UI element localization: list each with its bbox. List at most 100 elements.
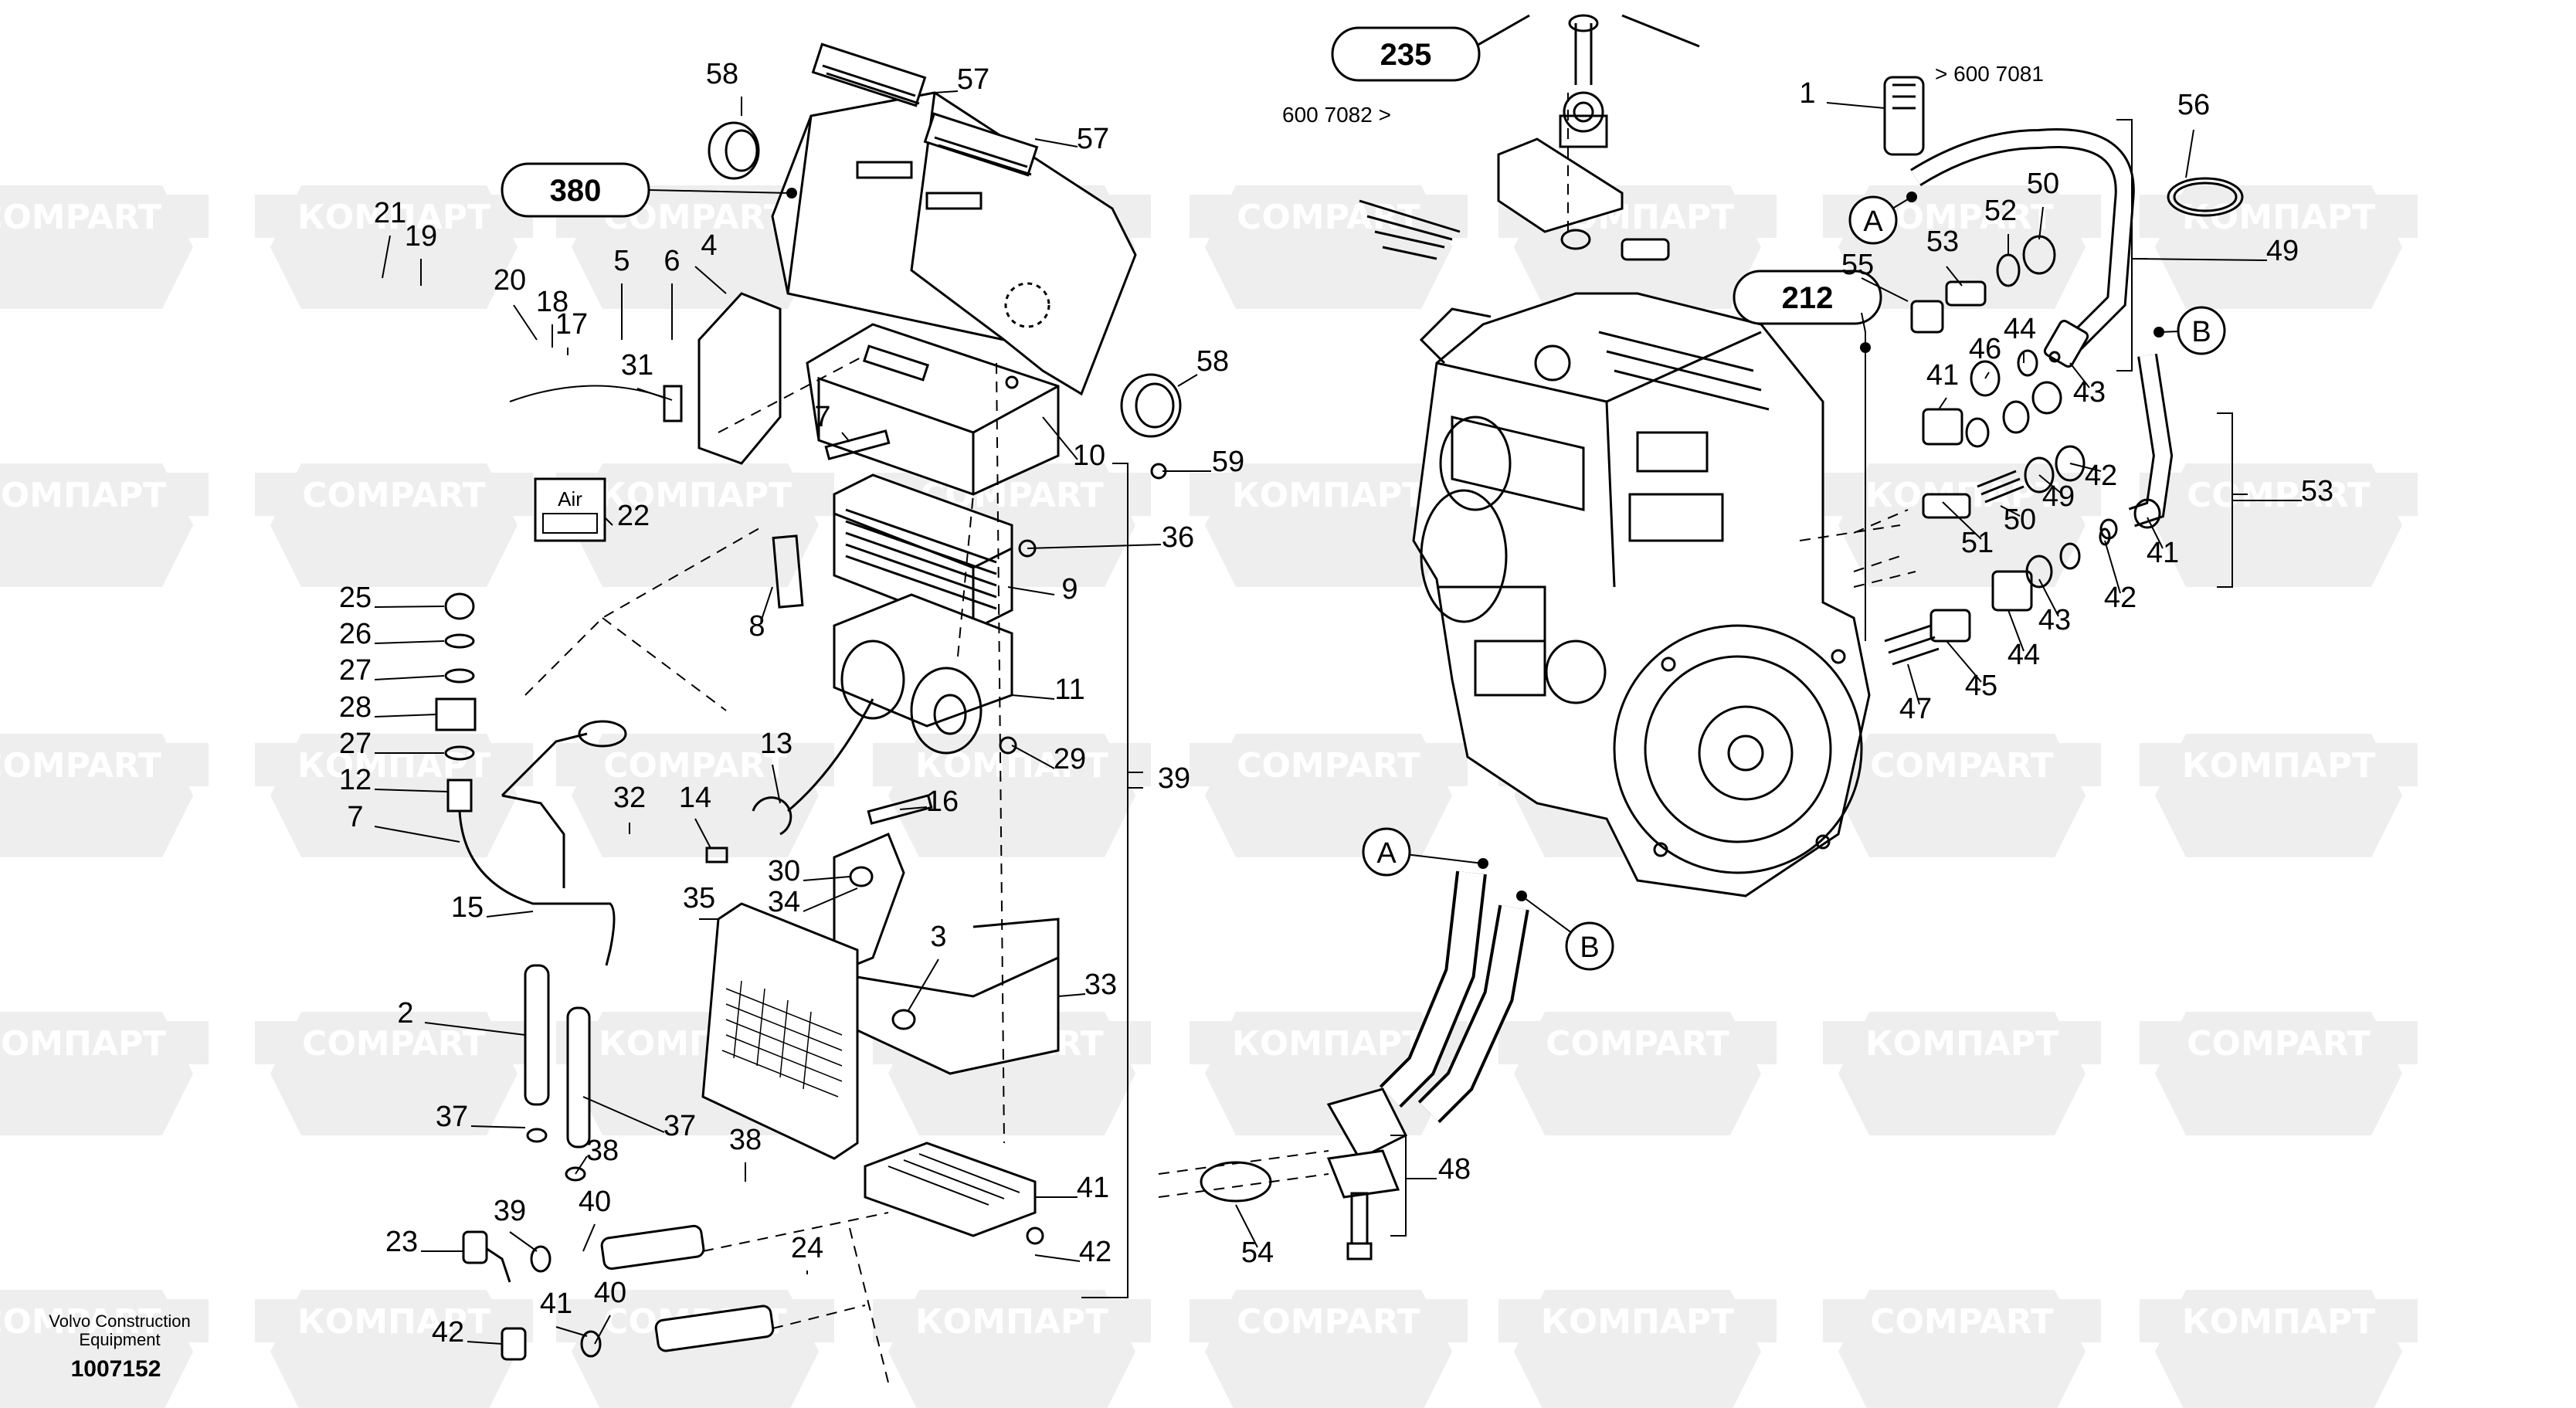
- callout-leader: [382, 235, 391, 279]
- watermark-text: КОМПАРТ: [1541, 1302, 1734, 1342]
- part-number-label: 44: [2004, 313, 2036, 345]
- connector-letter: A: [1376, 837, 1397, 870]
- watermark-text: КОМПАРТ: [599, 476, 792, 515]
- watermark: COMPART: [2140, 463, 2418, 587]
- part-number-label: 22: [617, 500, 650, 532]
- callout-leader: [374, 640, 445, 644]
- part-number-label: 57: [1077, 123, 1109, 155]
- part-number-label: 1: [1799, 77, 1815, 110]
- callout-leader: [1034, 138, 1078, 148]
- watermark-text: COMPART: [0, 1302, 161, 1342]
- callout-leader: [1057, 993, 1086, 997]
- callout-leader: [772, 764, 781, 804]
- connector-letter: B: [2191, 316, 2211, 348]
- watermark: КОМПАРТ: [2140, 734, 2418, 857]
- watermark: КОМПАРТ: [255, 185, 533, 309]
- part-number-label: 43: [2073, 376, 2106, 409]
- watermark-text: КОМПАРТ: [2182, 198, 2375, 237]
- part-number-label: 11: [1054, 673, 1084, 706]
- callout-leader: [1027, 544, 1162, 549]
- part-number-label: 54: [1241, 1237, 1274, 1269]
- engine-assembly: [1158, 14, 2248, 1260]
- watermark-text: КОМПАРТ: [1865, 1024, 2058, 1064]
- part-number-label: 37: [436, 1101, 468, 1133]
- callout-leader: [374, 606, 445, 608]
- part-number-label: 42: [2085, 460, 2117, 492]
- watermark-text: КОМПАРТ: [2182, 746, 2375, 785]
- part-number-label: 47: [1899, 693, 1932, 725]
- part-number-label: 41: [2147, 537, 2179, 569]
- watermark-text: КОМПАРТ: [0, 1024, 166, 1064]
- part-number-label: 49: [2266, 235, 2299, 267]
- part-number-label: 48: [1438, 1153, 1471, 1186]
- part-number-label: 8: [748, 610, 765, 643]
- callout-leader: [1177, 374, 1198, 387]
- watermark-text: COMPART: [302, 476, 486, 515]
- callout-leader: [907, 958, 939, 1013]
- watermark-text: КОМПАРТ: [297, 198, 490, 237]
- callout-leader: [1907, 663, 1920, 705]
- watermark: COMPART: [1498, 1012, 1777, 1135]
- part-number-label: 36: [1162, 521, 1194, 554]
- connector-letter: A: [1863, 205, 1883, 238]
- ref-group-badge: 380: [501, 162, 650, 218]
- part-number-label: 52: [1984, 195, 2017, 227]
- callout-leader: [2000, 505, 2021, 517]
- part-number-label: 14: [679, 782, 711, 814]
- connector-marker: A: [1848, 195, 1898, 245]
- part-number-label: 6: [664, 245, 680, 277]
- part-number-label: 58: [1196, 345, 1229, 378]
- part-number-label: 42: [2104, 582, 2136, 614]
- watermark: КОМПАРТ: [2140, 185, 2418, 309]
- ref-group-badge: 235: [1331, 26, 1481, 82]
- callout-leader: [470, 1125, 526, 1128]
- watermark-text: COMPART: [2187, 1024, 2371, 1064]
- callout-leader: [374, 789, 449, 792]
- part-number-label: 57: [957, 63, 989, 96]
- part-number-label: 44: [2008, 639, 2040, 671]
- part-number-label: 40: [594, 1277, 626, 1309]
- watermark: КОМПАРТ: [0, 463, 209, 587]
- callout-leader: [1946, 640, 1982, 683]
- watermark: COMPART: [1190, 185, 1468, 309]
- part-number-label: 16: [926, 785, 959, 818]
- part-number-label: 13: [760, 728, 792, 760]
- part-number-label: 35: [683, 882, 715, 914]
- watermark: COMPART: [0, 1290, 209, 1408]
- callout-leader: [2008, 609, 2024, 652]
- part-number-label: 10: [1073, 439, 1105, 472]
- company-name-line1: Volvo Construction: [49, 1311, 190, 1331]
- watermark-text: COMPART: [302, 1024, 486, 1064]
- callout-leader: [1984, 372, 1990, 379]
- watermark-text: COMPART: [2187, 476, 2371, 515]
- watermark: COMPART: [1823, 734, 2101, 857]
- part-number-label: 7: [347, 801, 363, 833]
- part-number-label: 58: [706, 58, 738, 90]
- callout-leader: [1034, 1254, 1081, 1262]
- watermark-text: КОМПАРТ: [2182, 1302, 2375, 1342]
- connector-letter: B: [1580, 931, 1599, 964]
- callout-leader: [555, 1326, 588, 1337]
- callout-leader: [1007, 586, 1055, 595]
- part-number-label: 21: [374, 197, 406, 229]
- part-number-label: 40: [579, 1186, 611, 1218]
- watermark: COMPART: [2140, 1012, 2418, 1135]
- ref-group-badge: 212: [1733, 270, 1882, 325]
- part-number-label: 53: [1926, 226, 1959, 258]
- watermark-text: КОМПАРТ: [1232, 476, 1425, 515]
- callout-leader: [509, 1231, 538, 1252]
- watermark-text: COMPART: [0, 746, 161, 785]
- part-number-label: 43: [2038, 604, 2071, 636]
- part-number-label: 37: [664, 1110, 696, 1142]
- callout-leader: [803, 887, 858, 912]
- part-number-label: 39: [1158, 762, 1190, 795]
- part-number-label: 51: [1961, 527, 1994, 559]
- ref-group-label: 212: [1782, 281, 1834, 315]
- callout-leader: [2038, 206, 2044, 240]
- callout-leader: [2185, 129, 2194, 178]
- callout-leader: [604, 517, 613, 526]
- callout-leader: [899, 806, 928, 810]
- part-number-label: 32: [613, 782, 646, 814]
- drawing-number: 1007152: [71, 1356, 161, 1382]
